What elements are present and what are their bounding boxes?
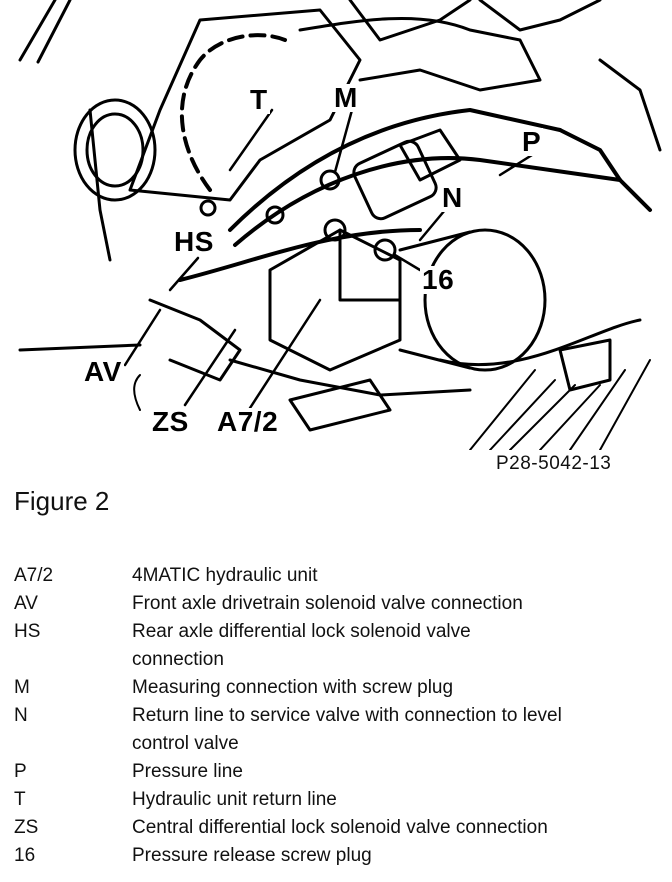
legend-code: N — [14, 705, 28, 726]
callout-t: T — [248, 84, 270, 115]
leader-hs — [168, 256, 200, 292]
bracket-av — [133, 374, 141, 411]
reservoir-cap-inner — [85, 112, 145, 188]
fitting — [199, 199, 217, 217]
frame-line — [438, 318, 642, 367]
return-line-n — [233, 156, 622, 247]
legend-row: AV Front axle drivetrain solenoid valve … — [14, 590, 654, 618]
legend-code: M — [14, 677, 30, 698]
legend-code: HS — [14, 621, 41, 642]
pump-cylinder-side — [398, 230, 472, 370]
leader-a7-2 — [248, 298, 322, 410]
legend-description: Rear axle differential lock solenoid val… — [132, 621, 471, 670]
upper-fitting — [348, 0, 472, 42]
leader-n — [418, 208, 447, 242]
legend-code: T — [14, 789, 26, 810]
leader-t — [228, 108, 274, 172]
legend-table: A7/2 4MATIC hydraulic unit AV Front axle… — [14, 562, 654, 870]
callout-hs: HS — [172, 226, 216, 257]
legend-row: 16 Pressure release screw plug — [14, 842, 654, 870]
callout-a7-2: A7/2 — [215, 406, 281, 437]
callout-p: P — [520, 126, 544, 157]
upper-line — [298, 16, 542, 92]
callout-n: N — [440, 182, 465, 213]
hydraulic-unit-drawing — [18, 0, 662, 450]
legend-description: Hydraulic unit return line — [132, 789, 337, 810]
legend-description: Measuring connection with screw plug — [132, 677, 454, 698]
leader-16 — [393, 253, 422, 272]
legend-description: Pressure release screw plug — [132, 845, 372, 866]
figure-caption: Figure 2 — [14, 486, 110, 516]
return-hose-dashed — [179, 33, 287, 192]
solenoid-cap — [398, 128, 462, 182]
upper-fitting — [478, 0, 602, 32]
fitting-16 — [373, 238, 397, 262]
upper-right-line — [598, 58, 662, 152]
block-edge — [338, 228, 402, 302]
fitting — [323, 218, 347, 242]
frame-line — [36, 0, 72, 64]
bracket — [558, 338, 612, 392]
callout-zs: ZS — [150, 406, 191, 437]
pressure-line-p — [228, 108, 562, 232]
av-connector — [148, 298, 242, 382]
legend-code: ZS — [14, 817, 39, 838]
leader-m — [333, 108, 354, 174]
legend-description: Pressure line — [132, 761, 243, 782]
callout-av: AV — [82, 356, 124, 387]
fitting — [265, 205, 285, 225]
frame-line — [18, 0, 57, 62]
legend-description: Front axle drivetrain solenoid valve con… — [132, 593, 523, 614]
legend-row: HS Rear axle differential lock solenoid … — [14, 618, 654, 674]
figure-reference-number: P28-5042-13 — [496, 453, 612, 474]
legend-description: Central differential lock solenoid valve… — [132, 817, 548, 838]
legend-row: T Hydraulic unit return line — [14, 786, 654, 814]
legend-row: M Measuring connection with screw plug — [14, 674, 654, 702]
pump-cylinder-end — [423, 228, 547, 372]
hatch-lines — [469, 359, 651, 450]
lower-line — [228, 358, 472, 397]
leader-av — [123, 308, 162, 367]
frame-line — [18, 343, 142, 352]
reservoir-line — [88, 108, 112, 262]
solenoid-body — [352, 139, 438, 221]
line-right — [558, 128, 652, 212]
legend-code: P — [14, 761, 27, 782]
legend-row: P Pressure line — [14, 758, 654, 786]
legend-code: AV — [14, 593, 38, 614]
legend-row: N Return line to service valve with conn… — [14, 702, 654, 758]
leader-zs — [183, 328, 237, 407]
callout-m: M — [332, 82, 360, 113]
hs-line — [178, 228, 422, 282]
legend-code: A7/2 — [14, 565, 54, 586]
legend-description: Return line to service valve with connec… — [132, 705, 562, 754]
reservoir-cap — [73, 98, 157, 202]
measuring-fitting — [319, 169, 341, 191]
legend-description: 4MATIC hydraulic unit — [132, 565, 318, 586]
legend-row: A7/2 4MATIC hydraulic unit — [14, 562, 654, 590]
housing-outline — [128, 8, 362, 202]
callout-16: 16 — [420, 264, 457, 295]
legend-code: 16 — [14, 845, 36, 866]
legend-row: ZS Central differential lock solenoid va… — [14, 814, 654, 842]
